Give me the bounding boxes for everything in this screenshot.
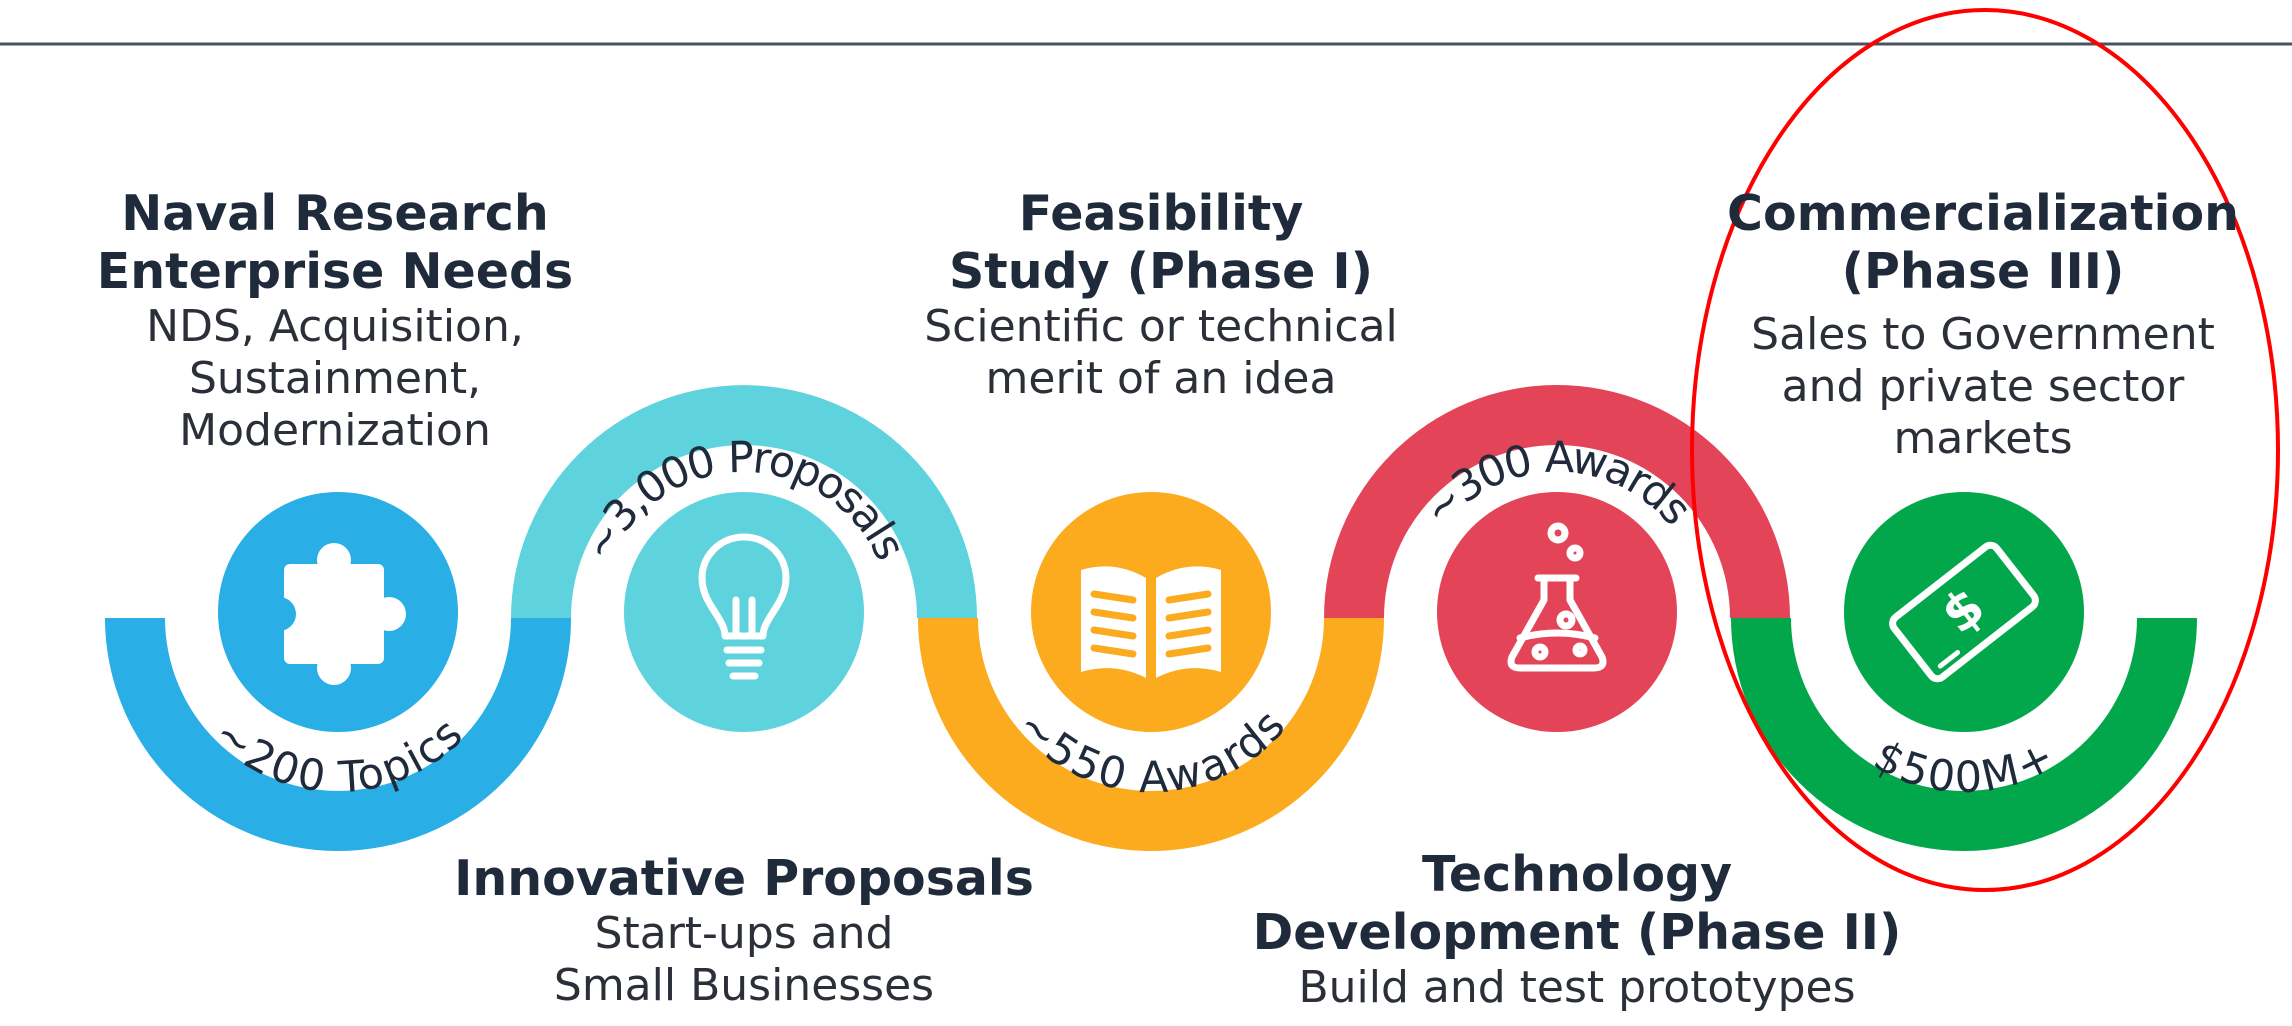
stage-4-heading-line: Technology xyxy=(1421,846,1733,903)
stage-3-description: Scientific or technical merit of an idea xyxy=(861,301,1461,405)
stage-2-description-line: Start-ups and xyxy=(594,908,894,959)
stage-3-text: Feasibility Study (Phase I) Scientific o… xyxy=(861,185,1461,405)
stage-5-description: Sales to Government and private sector m… xyxy=(1683,309,2283,465)
stage-4-text: Technology Development (Phase II) Build … xyxy=(1227,846,1927,1014)
stage-circle-2 xyxy=(624,492,864,732)
stage-1-description-line: NDS, Acquisition, Sustainment, xyxy=(146,301,524,404)
stage-3-description-line: merit of an idea xyxy=(985,353,1337,404)
stage-1-heading: Naval Research Enterprise Needs xyxy=(0,185,670,301)
stage-4-description-line: Build and test prototypes xyxy=(1298,962,1856,1013)
stage-4-description: Build and test prototypes xyxy=(1227,962,1927,1014)
arc-band-1 xyxy=(105,618,571,851)
stage-2-description: Start-ups and Small Businesses xyxy=(444,908,1044,1012)
stage-1-heading-line: Naval Research xyxy=(121,185,549,242)
stage-2-description-line: Small Businesses xyxy=(553,960,935,1011)
stage-1-heading-line: Enterprise Needs xyxy=(96,243,574,300)
stage-3-heading-line: Study (Phase I) xyxy=(948,243,1373,300)
stage-4-heading: Technology Development (Phase II) xyxy=(1227,846,1927,962)
arc-band-5 xyxy=(1731,618,2197,851)
arc-band-3 xyxy=(918,618,1384,851)
flask-icon xyxy=(1507,522,1607,672)
stage-5-text: Commercialization (Phase III) Sales to G… xyxy=(1683,185,2283,465)
stage-3-description-line: Scientific or technical xyxy=(924,301,1398,352)
stage-5-description-line: markets xyxy=(1893,413,2073,464)
stage-5-heading-line: (Phase III) xyxy=(1841,243,2125,300)
stage-circle-5 xyxy=(1844,492,2084,732)
arc-band-2 xyxy=(511,385,977,618)
stage-2-heading-line: Innovative Proposals xyxy=(454,850,1034,907)
stage-3-heading: Feasibility Study (Phase I) xyxy=(861,185,1461,301)
stage-4-heading-line: Development (Phase II) xyxy=(1252,904,1902,961)
stage-5-description-line: and private sector xyxy=(1781,361,2185,412)
open-book-icon xyxy=(1081,566,1221,678)
arc-band-4 xyxy=(1324,385,1790,618)
stage-5-heading: Commercialization (Phase III) xyxy=(1683,185,2283,301)
stage-1-text: Naval Research Enterprise Needs NDS, Acq… xyxy=(0,185,670,457)
stage-circle-3 xyxy=(1031,492,1271,732)
highlight-ellipse xyxy=(1690,8,2280,892)
stage-2-text: Innovative Proposals Start-ups and Small… xyxy=(444,850,1044,1012)
stage-3-heading-line: Feasibility xyxy=(1018,185,1304,242)
stage-5-heading-line: Commercialization xyxy=(1727,185,2239,242)
stage-5-description-line: Sales to Government xyxy=(1751,309,2215,360)
puzzle-piece-icon xyxy=(262,543,406,685)
stage-1-description: NDS, Acquisition, Sustainment, Moderniza… xyxy=(0,301,670,457)
stage-circle-4 xyxy=(1437,492,1677,732)
stage-1-description-line: Modernization xyxy=(179,405,491,456)
lightbulb-icon xyxy=(698,533,790,680)
stage-2-heading: Innovative Proposals xyxy=(444,850,1044,908)
